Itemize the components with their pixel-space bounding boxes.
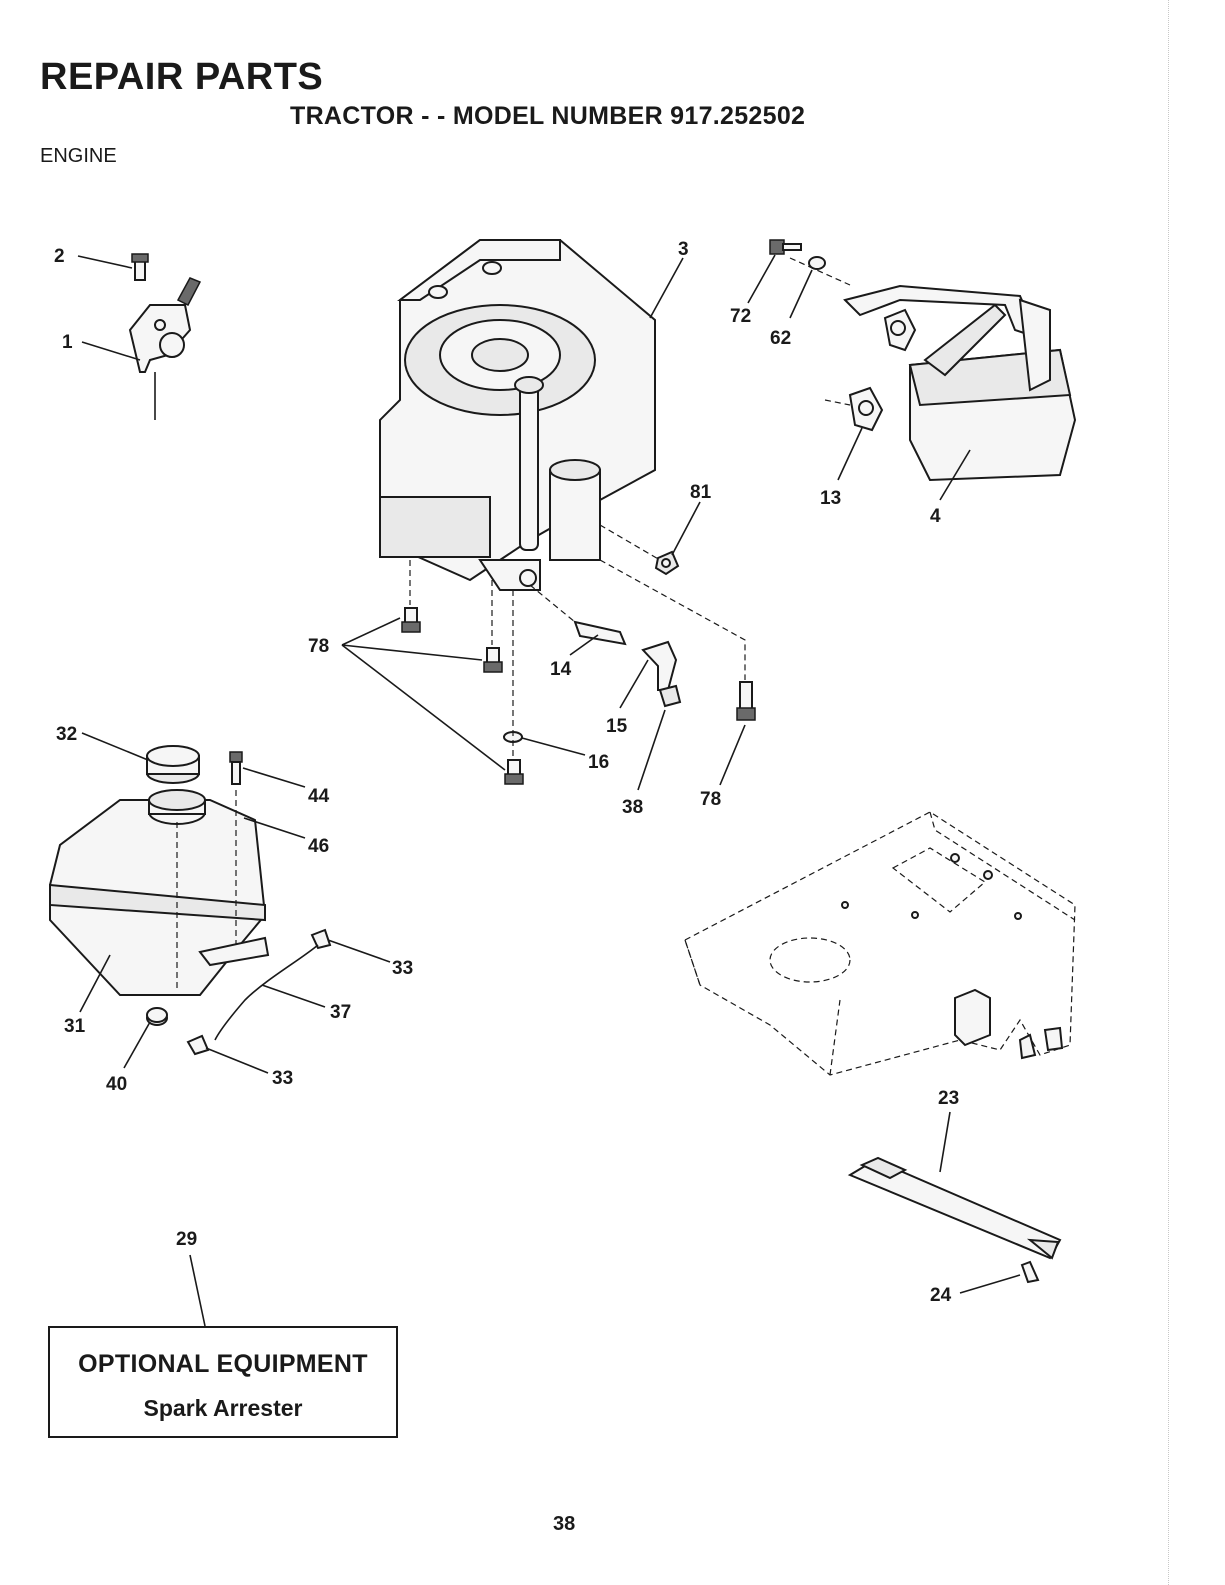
callout-label: 44 — [308, 786, 330, 807]
leader-line — [124, 1022, 150, 1068]
leader-line — [620, 660, 648, 708]
leader-line — [342, 618, 400, 645]
leader-line — [82, 342, 140, 360]
leader-line — [650, 258, 683, 318]
leader-line — [243, 768, 305, 787]
engine-part — [380, 240, 655, 590]
callout-label: 4 — [930, 506, 941, 527]
leader-line — [838, 428, 862, 480]
leader-line — [940, 1112, 950, 1172]
callout-label: 40 — [106, 1074, 127, 1095]
callout-label: 37 — [330, 1002, 351, 1023]
optional-equipment-title: OPTIONAL EQUIPMENT — [50, 1350, 396, 1379]
leader-line — [342, 645, 482, 660]
leader-line — [262, 985, 325, 1007]
callout-label: 2 — [54, 246, 65, 267]
leader-line — [570, 635, 598, 655]
leader-line — [720, 725, 745, 785]
callout-label: 46 — [308, 836, 329, 857]
callout-label: 32 — [56, 724, 77, 745]
callout-label: 81 — [690, 482, 712, 503]
leader-line — [78, 256, 132, 268]
callout-label: 72 — [730, 306, 751, 327]
leader-line — [638, 710, 665, 790]
callout-label: 78 — [308, 636, 329, 657]
callout-label: 15 — [606, 716, 628, 737]
callout-label: 13 — [820, 488, 841, 509]
leader-line — [748, 255, 775, 303]
leader-line — [82, 733, 148, 760]
callout-label: 3 — [678, 239, 689, 260]
fuel-tank-part — [50, 746, 330, 1054]
callout-label: 14 — [550, 659, 572, 680]
frame-phantom-part — [685, 812, 1075, 1075]
leader-line — [328, 940, 390, 962]
leader-line — [342, 645, 505, 770]
page-number: 38 — [553, 1513, 575, 1536]
leader-line — [672, 502, 700, 555]
optional-equipment-box: OPTIONAL EQUIPMENT Spark Arrester — [48, 1326, 398, 1438]
callout-label: 33 — [392, 958, 413, 979]
optional-equipment-item: Spark Arrester — [50, 1395, 396, 1422]
leader-line — [206, 1048, 268, 1073]
mounting-bolts-part — [402, 560, 755, 784]
leader-line — [190, 1255, 205, 1326]
leader-line — [522, 738, 585, 755]
callout-label: 38 — [622, 797, 643, 818]
callout-label: 24 — [930, 1285, 952, 1306]
callout-label: 33 — [272, 1068, 293, 1089]
callout-label: 31 — [64, 1016, 86, 1037]
leader-line — [960, 1275, 1020, 1293]
callout-label: 78 — [700, 789, 721, 810]
centerline — [600, 525, 660, 560]
muffler-assembly-part — [770, 240, 1075, 480]
callout-label: 29 — [176, 1229, 197, 1250]
throttle-control-part — [130, 254, 200, 420]
callout-label: 62 — [770, 328, 791, 349]
callout-label: 1 — [62, 332, 73, 353]
callout-label: 23 — [938, 1088, 959, 1109]
leader-line — [790, 270, 812, 318]
nut-part — [656, 552, 678, 574]
callout-label: 16 — [588, 752, 609, 773]
heat-shield-part — [850, 1158, 1060, 1282]
